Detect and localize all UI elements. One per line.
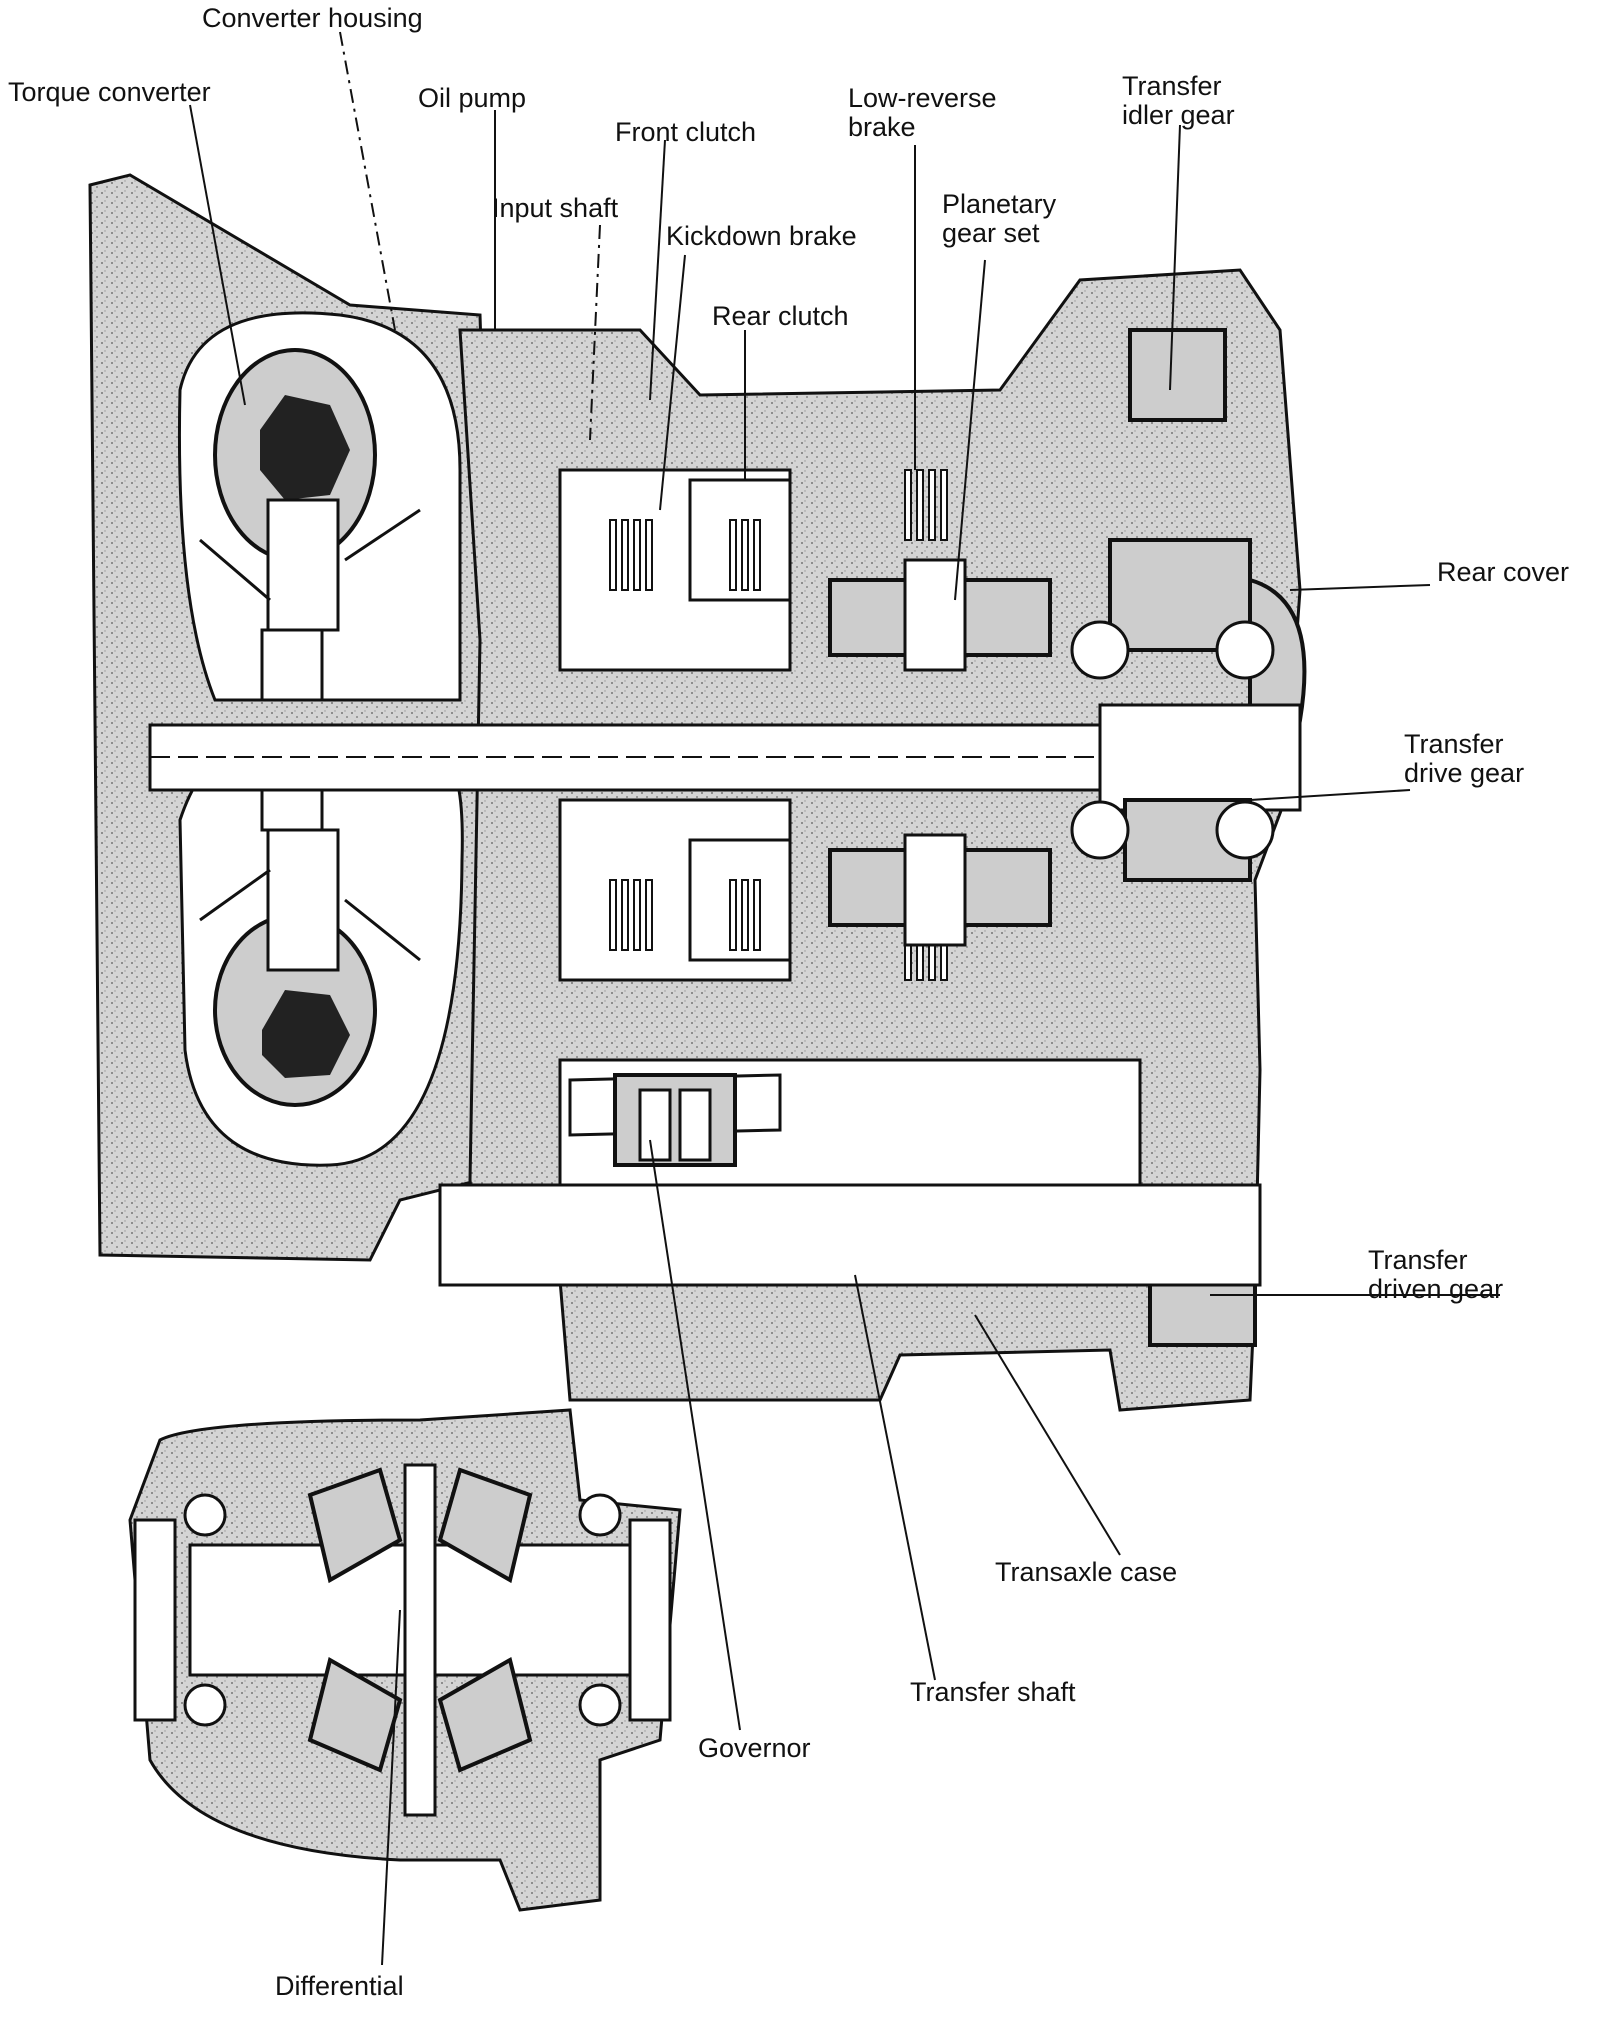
label-kickdown-brake: Kickdown brake [666, 221, 857, 251]
label-front-clutch: Front clutch [615, 117, 757, 147]
transfer-gears [1070, 328, 1275, 1347]
label-transaxle-case: Transaxle case [995, 1557, 1178, 1587]
clutch-packs [558, 468, 1052, 982]
rear-clutch-plates [729, 519, 761, 951]
label-torque-converter: Torque converter [8, 77, 211, 107]
label-differential: Differential [275, 1971, 404, 2001]
torque-converter-graphic [177, 311, 464, 1167]
label-converter-housing: Converter housing [202, 3, 423, 33]
input-shaft-graphic [148, 703, 1302, 812]
label-oil-pump: Oil pump [418, 83, 527, 113]
planetary-gear-set-graphic [828, 558, 1052, 947]
label-rear-cover: Rear cover [1437, 557, 1570, 587]
front-clutch-plates [609, 519, 653, 951]
label-input-shaft: Input shaft [492, 193, 619, 223]
differential-housing [128, 1408, 682, 1912]
transfer-shaft-graphic [438, 1073, 1262, 1287]
label-rear-clutch: Rear clutch [712, 301, 849, 331]
leader-lines [189, 31, 1500, 1966]
label-governor: Governor [698, 1733, 811, 1763]
label-transfer-shaft: Transfer shaft [910, 1677, 1076, 1707]
